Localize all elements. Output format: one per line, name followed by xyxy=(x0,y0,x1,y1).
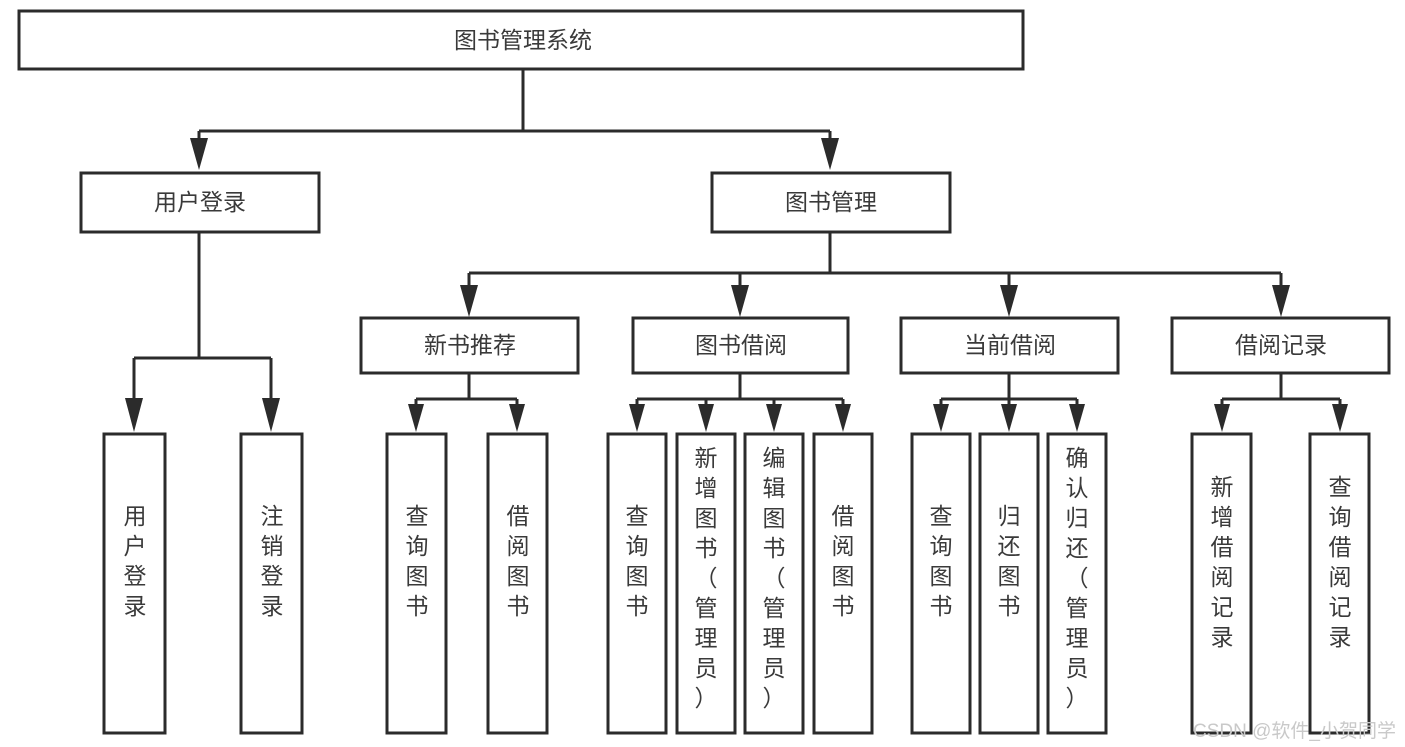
leaf-new-book-2[interactable]: 借阅图书 xyxy=(486,432,549,735)
leaf-label-vertical: 借阅图书 xyxy=(507,503,530,619)
leaf-user-login-2[interactable]: 注销登录 xyxy=(239,432,304,735)
leaf-box xyxy=(486,432,549,735)
arrow-borrowrecord-leaf-2 xyxy=(1332,404,1348,432)
node-book-borrow-box xyxy=(631,316,850,375)
arrow-bookborrow-leaf-4 xyxy=(835,404,851,432)
leaf-label-vertical: 注销登录 xyxy=(261,503,284,619)
node-borrow-record-box xyxy=(1170,316,1391,375)
arrow-currentborrow-leaf-1 xyxy=(933,404,949,432)
node-book-management[interactable]: 图书管理 xyxy=(710,171,952,234)
node-new-book-recommend[interactable]: 新书推荐 xyxy=(359,316,580,375)
arrow-to-book-mgmt xyxy=(821,138,839,170)
leaf-box xyxy=(102,432,167,735)
leaf-label-vertical: 查询图书 xyxy=(626,503,649,619)
leaf-label-vertical: 查询借阅记录 xyxy=(1329,474,1352,650)
leaf-box xyxy=(1046,432,1108,735)
node-current-borrow-box xyxy=(899,316,1120,375)
leaf-label-vertical: 借阅图书 xyxy=(832,503,855,619)
leaf-label-vertical: 查询图书 xyxy=(406,503,429,619)
node-current-borrow[interactable]: 当前借阅 xyxy=(899,316,1120,375)
leaf-box xyxy=(812,432,874,735)
node-user-login[interactable]: 用户登录 xyxy=(79,171,321,234)
leaf-label-vertical: 用户登录 xyxy=(124,503,147,619)
node-book-management-label: 图书管理 xyxy=(785,189,877,215)
leaf-box xyxy=(978,432,1040,735)
node-current-borrow-label: 当前借阅 xyxy=(964,332,1056,358)
leaf-box xyxy=(743,432,805,735)
node-book-management-box xyxy=(710,171,952,234)
leaf-book-borrow-4[interactable]: 借阅图书 xyxy=(812,432,874,735)
leaf-box xyxy=(675,432,737,735)
leaf-book-borrow-1[interactable]: 查询图书 xyxy=(606,432,668,735)
leaf-box xyxy=(910,432,972,735)
arrow-bookborrow-leaf-1 xyxy=(629,404,645,432)
leaf-box xyxy=(239,432,304,735)
arrow-newbook-leaf-2 xyxy=(509,404,525,432)
arrow-to-user-login xyxy=(190,138,208,170)
leaf-label-vertical: 编辑图书（管理员） xyxy=(763,445,786,711)
node-user-login-box xyxy=(79,171,321,234)
node-borrow-record-label: 借阅记录 xyxy=(1235,332,1327,358)
arrow-to-book-borrow xyxy=(731,285,749,317)
node-root-label: 图书管理系统 xyxy=(454,27,592,53)
node-book-borrow[interactable]: 图书借阅 xyxy=(631,316,850,375)
leaf-box xyxy=(1308,432,1371,735)
node-book-borrow-label: 图书借阅 xyxy=(695,332,787,358)
edges-layer xyxy=(125,69,1348,432)
arrow-currentborrow-leaf-3 xyxy=(1069,404,1085,432)
leaf-label-vertical: 确认归还（管理员） xyxy=(1066,445,1089,711)
leaf-label-vertical: 查询图书 xyxy=(930,503,953,619)
node-borrow-record[interactable]: 借阅记录 xyxy=(1170,316,1391,375)
leaf-user-login-1[interactable]: 用户登录 xyxy=(102,432,167,735)
arrow-to-current-borrow xyxy=(1000,285,1018,317)
leaf-current-borrow-2[interactable]: 归还图书 xyxy=(978,432,1040,735)
node-new-book-recommend-box xyxy=(359,316,580,375)
leaf-label-vertical: 归还图书 xyxy=(998,503,1021,619)
arrow-borrowrecord-leaf-1 xyxy=(1214,404,1230,432)
arrow-userlogin-leaf-1 xyxy=(125,398,143,432)
leaf-book-borrow-3[interactable]: 编辑图书（管理员） xyxy=(743,432,805,735)
watermark-label: CSDN @软件_小贺同学 xyxy=(1193,720,1396,742)
leaf-current-borrow-3[interactable]: 确认归还（管理员） xyxy=(1046,432,1108,735)
leaf-label-vertical: 新增图书（管理员） xyxy=(695,445,718,711)
arrow-bookborrow-leaf-3 xyxy=(766,404,782,432)
arrow-to-new-book xyxy=(460,285,478,317)
leaf-box xyxy=(385,432,448,735)
arrow-newbook-leaf-1 xyxy=(408,404,424,432)
arrow-bookborrow-leaf-2 xyxy=(698,404,714,432)
leaf-borrow-record-1[interactable]: 新增借阅记录 xyxy=(1190,432,1253,735)
leaf-box xyxy=(1190,432,1253,735)
leaf-current-borrow-1[interactable]: 查询图书 xyxy=(910,432,972,735)
leaf-box xyxy=(606,432,668,735)
node-root-box xyxy=(17,9,1025,71)
node-user-login-label: 用户登录 xyxy=(154,189,246,215)
leaf-label-vertical: 新增借阅记录 xyxy=(1211,474,1234,650)
leaf-new-book-1[interactable]: 查询图书 xyxy=(385,432,448,735)
node-root-system[interactable]: 图书管理系统 xyxy=(17,9,1025,71)
leaf-book-borrow-2[interactable]: 新增图书（管理员） xyxy=(675,432,737,735)
leaf-borrow-record-2[interactable]: 查询借阅记录 xyxy=(1308,432,1371,735)
arrow-to-borrow-record xyxy=(1272,285,1290,317)
arrow-currentborrow-leaf-2 xyxy=(1001,404,1017,432)
node-new-book-recommend-label: 新书推荐 xyxy=(424,332,516,358)
arrow-userlogin-leaf-2 xyxy=(262,398,280,432)
